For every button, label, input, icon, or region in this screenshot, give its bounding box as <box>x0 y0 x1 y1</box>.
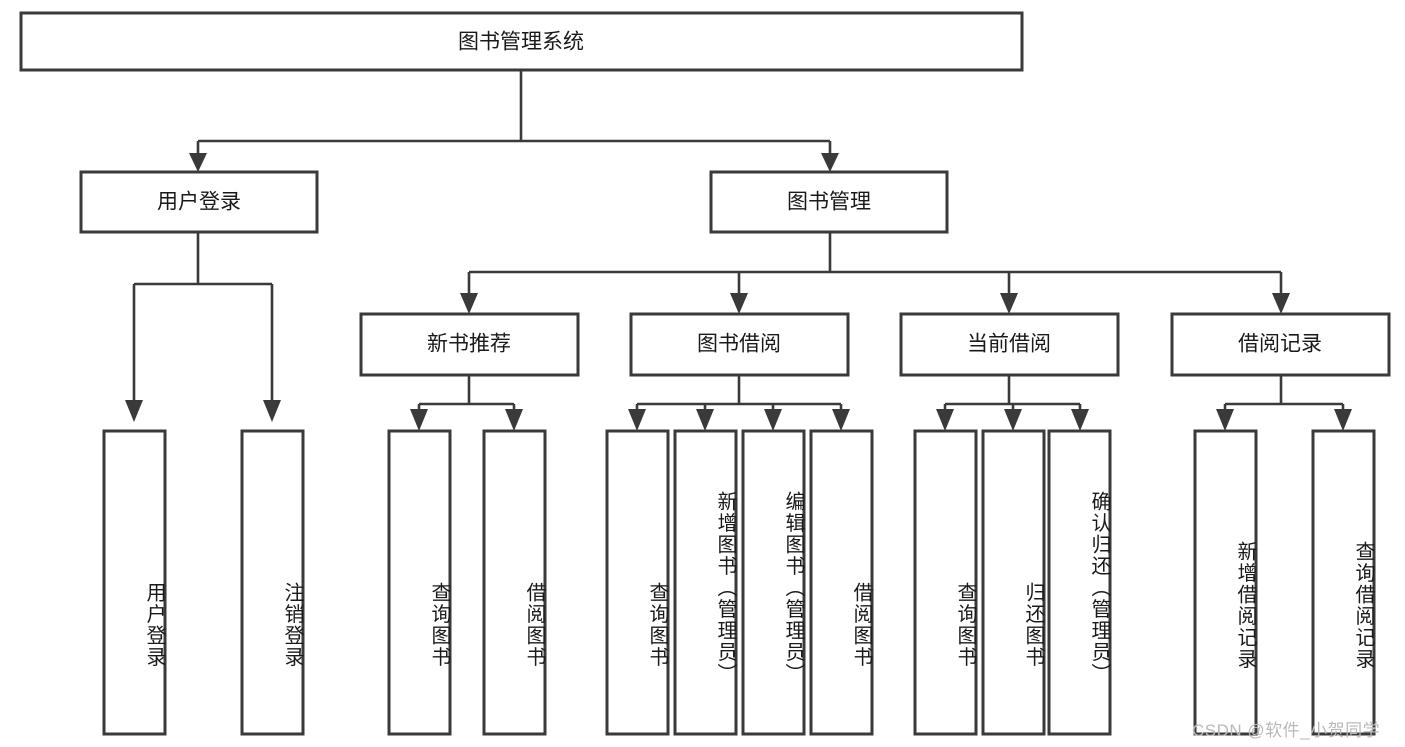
connector-group-book-mgmt <box>460 232 1290 314</box>
node-box-user-login[interactable] <box>79 170 319 234</box>
arrow-head-current-borrow <box>1000 293 1018 314</box>
connector-group-borrow-record <box>1216 375 1352 431</box>
arrow-head-leaf-nb-borrow <box>505 409 523 431</box>
arrow-head-leaf-cb-confirm <box>1071 409 1089 431</box>
node-box-current-borrow[interactable] <box>899 312 1120 377</box>
node-box-leaf-cb-confirm-return[interactable] <box>1047 429 1112 736</box>
arrow-head-leaf-cb-query <box>936 409 954 431</box>
node-box-leaf-cb-return-book[interactable] <box>981 429 1046 736</box>
node-box-root[interactable] <box>19 11 1024 72</box>
node-label-user-login: 用户登录 <box>157 191 241 214</box>
node-box-leaf-bb-borrow-book[interactable] <box>809 429 874 736</box>
arrow-head-book-mgmt <box>821 153 839 172</box>
node-box-new-book-recommend[interactable] <box>359 312 580 377</box>
arrow-head-book-borrow <box>730 293 748 314</box>
arrow-head-leaf-br-add <box>1216 409 1234 431</box>
node-label-new-book-recommend: 新书推荐 <box>427 333 511 356</box>
node-box-leaf-cb-query-book[interactable] <box>913 429 978 736</box>
arrow-head-leaf-cb-return <box>1004 409 1022 431</box>
connector-group-new-book-recommend <box>410 375 523 431</box>
node-box-borrow-record[interactable] <box>1170 312 1391 377</box>
node-label-borrow-record: 借阅记录 <box>1238 333 1322 356</box>
csdn-watermark: CSDN @软件_小贺同学 <box>1192 721 1381 740</box>
arrow-head-leaf-user-login <box>125 400 143 422</box>
arrow-head-new-book-recommend <box>460 293 478 314</box>
node-label-book-borrow: 图书借阅 <box>697 333 781 356</box>
node-box-leaf-bb-query-book[interactable] <box>605 429 670 736</box>
node-box-leaf-logout[interactable] <box>240 429 305 736</box>
node-box-leaf-nb-query-book[interactable] <box>387 429 452 736</box>
node-box-leaf-user-login[interactable] <box>102 429 167 736</box>
node-label-root: 图书管理系统 <box>458 31 584 54</box>
connector-group-user-login <box>125 232 281 422</box>
arrow-head-leaf-bb-edit <box>764 409 782 431</box>
arrow-head-borrow-record <box>1272 293 1290 314</box>
arrow-head-leaf-bb-query <box>628 409 646 431</box>
node-box-leaf-nb-borrow-book[interactable] <box>482 429 547 736</box>
node-label-current-borrow: 当前借阅 <box>967 333 1051 356</box>
connector-group-root <box>189 70 839 172</box>
node-box-book-management[interactable] <box>709 170 949 234</box>
arrow-head-leaf-nb-query <box>410 409 428 431</box>
connector-group-current-borrow <box>936 375 1089 431</box>
node-box-leaf-br-query-record[interactable] <box>1311 429 1376 736</box>
arrow-head-leaf-br-query <box>1334 409 1352 431</box>
node-box-leaf-br-add-record[interactable] <box>1193 429 1258 736</box>
connector-group-book-borrow <box>628 375 850 431</box>
arrow-head-leaf-bb-add <box>696 409 714 431</box>
node-box-leaf-bb-edit-book[interactable] <box>741 429 806 736</box>
arrow-head-leaf-bb-borrow <box>832 409 850 431</box>
node-box-leaf-bb-add-book[interactable] <box>673 429 738 736</box>
node-label-book-management: 图书管理 <box>787 191 871 214</box>
arrow-head-user-login <box>189 153 207 172</box>
arrow-head-leaf-logout <box>263 400 281 422</box>
node-box-book-borrow[interactable] <box>629 312 850 377</box>
